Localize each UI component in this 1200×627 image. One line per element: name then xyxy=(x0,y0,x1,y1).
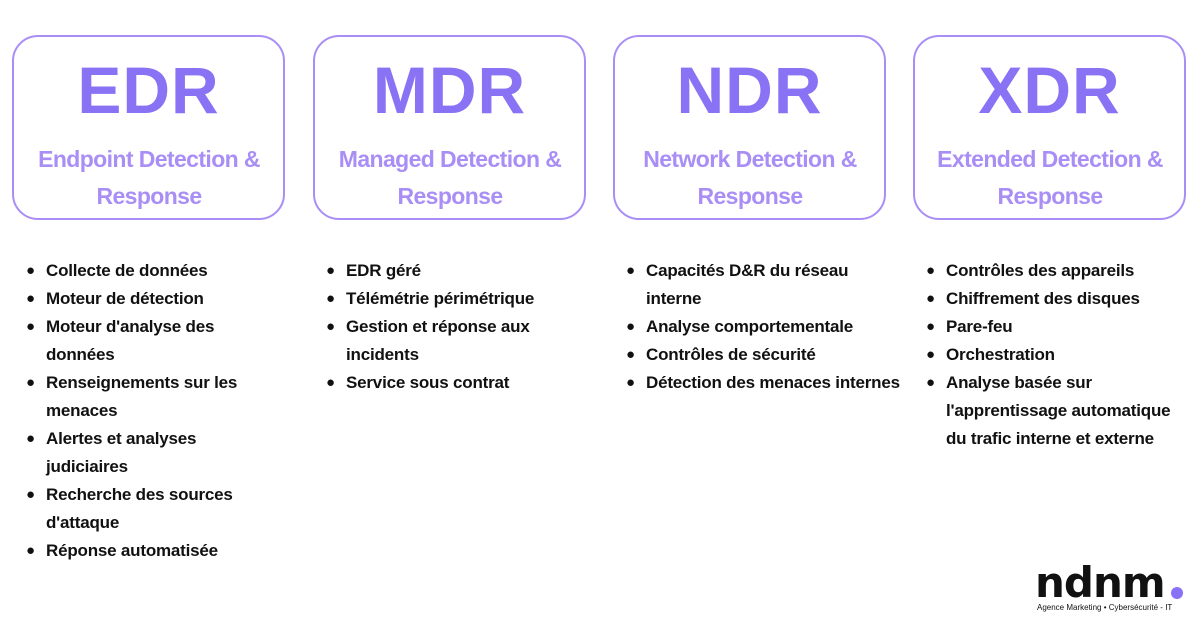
card-edr: EDR Endpoint Detection & Response xyxy=(12,35,285,220)
list-item: ● Réponse automatisée xyxy=(25,537,270,565)
list-item: ● Télémétrie périmétrique xyxy=(325,285,575,313)
list-item: ● Analyse comportementale xyxy=(625,313,900,341)
list-item-text: Gestion et réponse aux incidents xyxy=(346,317,530,364)
list-item-text: Analyse basée sur l'apprentissage automa… xyxy=(946,373,1171,448)
logo-dot-icon xyxy=(1171,587,1183,599)
bullet-icon: ● xyxy=(26,318,35,335)
list-item-text: Alertes et analyses judiciaires xyxy=(46,429,197,476)
list-item-text: Collecte de données xyxy=(46,261,208,280)
list-item-text: Contrôles de sécurité xyxy=(646,345,816,364)
card-mdr: MDR Managed Detection & Response xyxy=(313,35,586,220)
bullet-icon: ● xyxy=(326,318,335,335)
list-item-text: Détection des menaces internes xyxy=(646,373,900,392)
edr-feature-list: ● Collecte de données ● Moteur de détectio… xyxy=(25,257,270,565)
list-item-text: Moteur de détection xyxy=(46,289,204,308)
card-subtitle: Network Detection & Response xyxy=(643,146,857,209)
mdr-feature-list: ● EDR géré ● Télémétrie périmétrique ● Gest… xyxy=(325,257,575,397)
bullet-icon: ● xyxy=(926,290,935,307)
bullet-icon: ● xyxy=(26,290,35,307)
list-item-text: Chiffrement des disques xyxy=(946,289,1140,308)
bullet-icon: ● xyxy=(926,262,935,279)
bullet-icon: ● xyxy=(326,262,335,279)
card-subtitle: Extended Detection & Response xyxy=(937,146,1163,209)
list-item-text: Orchestration xyxy=(946,345,1055,364)
card-acronym: XDR xyxy=(978,53,1121,127)
list-item-text: Capacités D&R du réseau interne xyxy=(646,261,849,308)
card-xdr: XDR Extended Detection & Response xyxy=(913,35,1186,220)
list-item-text: Renseignements sur les menaces xyxy=(46,373,238,420)
list-item: ● Renseignements sur les menaces xyxy=(25,369,270,425)
list-item: ● Service sous contrat xyxy=(325,369,575,397)
list-item: ● Capacités D&R du réseau interne xyxy=(625,257,900,313)
list-item-text: Pare-feu xyxy=(946,317,1013,336)
list-item: ● Gestion et réponse aux incidents xyxy=(325,313,575,369)
card-subtitle: Endpoint Detection & Response xyxy=(38,146,260,209)
bullet-icon: ● xyxy=(326,374,335,391)
list-item: ● Contrôles de sécurité xyxy=(625,341,900,369)
bullet-icon: ● xyxy=(26,486,35,503)
list-item: ● Analyse basée sur l'apprentissage autom… xyxy=(925,369,1180,453)
list-item-text: Contrôles des appareils xyxy=(946,261,1135,280)
card-ndr: NDR Network Detection & Response xyxy=(613,35,886,220)
bullet-icon: ● xyxy=(626,346,635,363)
bullet-icon: ● xyxy=(326,290,335,307)
list-item: ● Alertes et analyses judiciaires xyxy=(25,425,270,481)
card-acronym: NDR xyxy=(676,53,823,127)
bullet-icon: ● xyxy=(926,346,935,363)
list-item-text: Télémétrie périmétrique xyxy=(346,289,535,308)
list-item: ● Détection des menaces internes xyxy=(625,369,900,397)
list-item: ● Pare-feu xyxy=(925,313,1180,341)
bullet-icon: ● xyxy=(626,262,635,279)
card-acronym: EDR xyxy=(77,53,220,127)
bullet-icon: ● xyxy=(26,262,35,279)
ndr-feature-list: ● Capacités D&R du réseau interne ● Analys… xyxy=(625,257,900,397)
list-item: ● Moteur de détection xyxy=(25,285,270,313)
list-item: ● Recherche des sources d'attaque xyxy=(25,481,270,537)
list-item-text: Analyse comportementale xyxy=(646,317,854,336)
bullet-icon: ● xyxy=(926,374,935,391)
bullet-icon: ● xyxy=(626,374,635,391)
list-item-text: Service sous contrat xyxy=(346,373,510,392)
list-item: ● Chiffrement des disques xyxy=(925,285,1180,313)
list-item-text: Recherche des sources d'attaque xyxy=(46,485,233,532)
list-item: ● Contrôles des appareils xyxy=(925,257,1180,285)
list-item-text: Moteur d'analyse des données xyxy=(46,317,215,364)
bullet-icon: ● xyxy=(926,318,935,335)
ndnm-logo: ndnm Agence Marketing • Cybersécurité - … xyxy=(1032,560,1192,620)
xdr-feature-list: ● Contrôles des appareils ● Chiffrement de… xyxy=(925,257,1180,453)
list-item-text: Réponse automatisée xyxy=(46,541,218,560)
card-subtitle: Managed Detection & Response xyxy=(338,146,562,209)
card-acronym: MDR xyxy=(372,53,527,127)
logo-tagline: Agence Marketing • Cybersécurité - IT xyxy=(1037,603,1173,612)
bullet-icon: ● xyxy=(26,430,35,447)
bullet-icon: ● xyxy=(626,318,635,335)
list-item: ● Collecte de données xyxy=(25,257,270,285)
logo-wordmark: ndnm xyxy=(1035,558,1166,607)
bullet-icon: ● xyxy=(26,374,35,391)
list-item: ● Moteur d'analyse des données xyxy=(25,313,270,369)
list-item-text: EDR géré xyxy=(346,261,421,280)
list-item: ● Orchestration xyxy=(925,341,1180,369)
list-item: ● EDR géré xyxy=(325,257,575,285)
bullet-icon: ● xyxy=(26,542,35,559)
